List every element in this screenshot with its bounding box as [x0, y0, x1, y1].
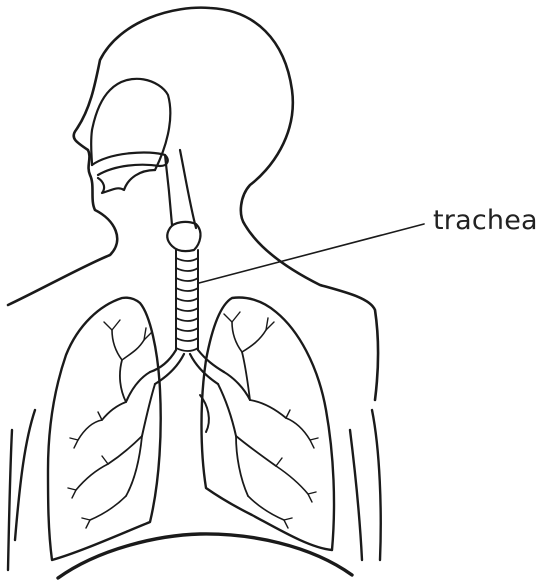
pharynx — [91, 79, 170, 170]
mouth-cavity — [98, 170, 155, 193]
trachea-leader-line — [199, 224, 424, 283]
nasal-cavity — [92, 152, 168, 175]
right-arm-line-2 — [372, 410, 381, 560]
left-arm-line — [15, 410, 35, 540]
left-bronchus — [150, 350, 184, 384]
left-bronchial-tree — [68, 320, 155, 528]
right-arm-line — [350, 430, 362, 560]
trachea-label: trachea — [433, 207, 536, 234]
trachea-rings — [176, 250, 198, 351]
pharynx-tube — [165, 155, 172, 225]
pharynx-tube-2 — [180, 150, 196, 228]
left-arm-line-2 — [8, 430, 12, 570]
